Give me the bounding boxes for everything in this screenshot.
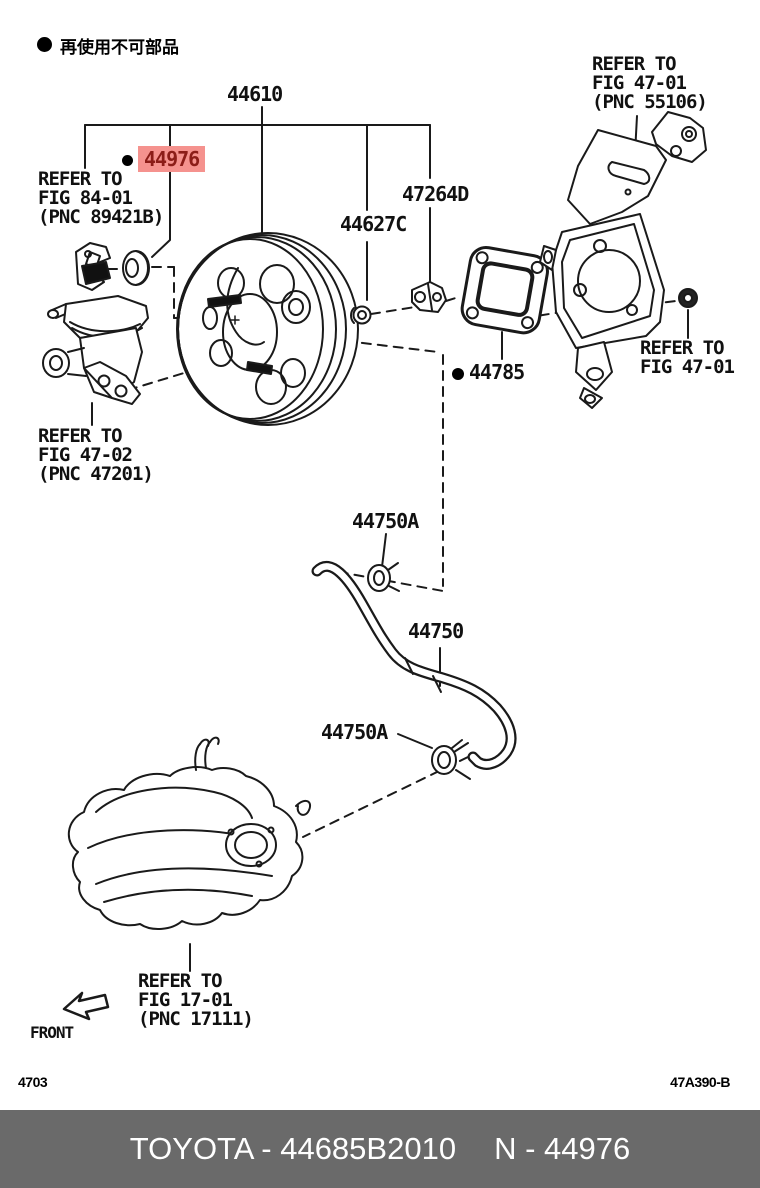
grommet-drawing bbox=[122, 250, 150, 286]
gasket-44785-drawing bbox=[460, 246, 549, 335]
parts-diagram-canvas bbox=[42, 106, 707, 1021]
refer-line: REFER TO bbox=[138, 970, 223, 992]
refer-line: FIG 47-01 bbox=[592, 72, 687, 94]
refer-line: REFER TO bbox=[640, 337, 725, 359]
non-reusable-note: 再使用不可部品 bbox=[60, 38, 179, 57]
nut-44627c-drawing bbox=[350, 305, 372, 325]
non-reusable-dot-44785 bbox=[452, 368, 464, 380]
mounting-nut-drawing bbox=[678, 288, 698, 308]
refer-fig-47-01-right: REFER TO FIG 47-01 bbox=[640, 337, 735, 378]
page-code: 4703 bbox=[18, 1074, 48, 1090]
footer-bar: TOYOTA - 44685B2010 N - 44976 bbox=[0, 1110, 760, 1188]
figure-code: 47A390-B bbox=[670, 1074, 730, 1090]
front-arrow bbox=[62, 991, 110, 1021]
part-label-44627C[interactable]: 44627C bbox=[340, 212, 407, 236]
part-label-44976-highlighted[interactable]: 44976 bbox=[138, 146, 206, 172]
refer-line: FIG 84-01 bbox=[38, 187, 133, 209]
part-label-47264D[interactable]: 47264D bbox=[402, 182, 469, 206]
clamp-47264d-drawing bbox=[411, 281, 447, 313]
refer-fig-47-01-top: REFER TO FIG 47-01 (PNC 55106) bbox=[592, 53, 708, 113]
refer-fig-47-02: REFER TO FIG 47-02 (PNC 47201) bbox=[38, 425, 154, 485]
part-label-44750A-top[interactable]: 44750A bbox=[352, 509, 419, 533]
refer-line: REFER TO bbox=[38, 168, 123, 190]
leader-lines bbox=[84, 106, 689, 972]
part-label-44785[interactable]: 44785 bbox=[469, 360, 525, 384]
hose-clamp-bottom-drawing bbox=[431, 739, 471, 780]
part-label-44610[interactable]: 44610 bbox=[227, 82, 283, 106]
non-reusable-dot-44976 bbox=[122, 155, 133, 166]
sensor-clamp-drawing bbox=[75, 242, 111, 291]
hose-clamp-top-drawing bbox=[367, 562, 400, 592]
refer-line: (PNC 17111) bbox=[138, 1008, 254, 1030]
refer-line: FIG 47-01 bbox=[640, 356, 735, 378]
footer-part-number: N - 44976 bbox=[494, 1131, 631, 1166]
refer-line: FIG 17-01 bbox=[138, 989, 233, 1011]
footer-brand-part: TOYOTA - 44685B2010 bbox=[129, 1131, 457, 1166]
vacuum-hose-drawing bbox=[311, 560, 517, 770]
refer-line: (PNC 89421B) bbox=[38, 206, 164, 228]
master-cylinder-drawing bbox=[42, 295, 149, 405]
non-reusable-bullet-icon bbox=[37, 37, 52, 52]
brake-booster-drawing bbox=[176, 232, 359, 426]
refer-line: FIG 47-02 bbox=[38, 444, 133, 466]
part-label-44750[interactable]: 44750 bbox=[408, 619, 464, 643]
refer-line: REFER TO bbox=[38, 425, 123, 447]
refer-line: REFER TO bbox=[592, 53, 677, 75]
refer-fig-84-01: REFER TO FIG 84-01 (PNC 89421B) bbox=[38, 168, 164, 228]
bracket-55106-drawing bbox=[539, 111, 707, 409]
refer-fig-17-01: REFER TO FIG 17-01 (PNC 17111) bbox=[138, 970, 254, 1030]
refer-line: (PNC 47201) bbox=[38, 463, 154, 485]
refer-line: (PNC 55106) bbox=[592, 91, 708, 113]
front-label: FRONT bbox=[30, 1023, 74, 1042]
intake-manifold-drawing bbox=[68, 736, 312, 930]
part-label-44750A-bottom[interactable]: 44750A bbox=[321, 720, 388, 744]
